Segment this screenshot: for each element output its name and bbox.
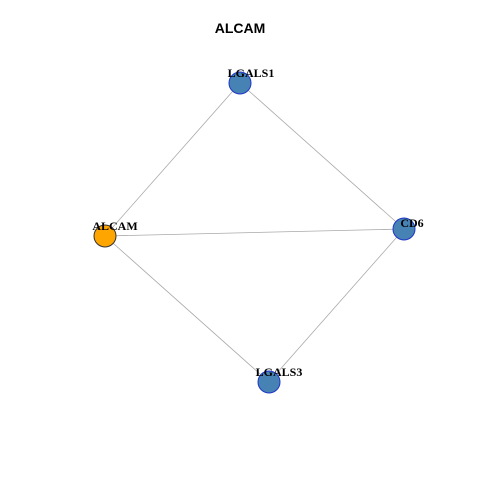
edge-alcam-lgals3	[104, 235, 270, 383]
node-circle-cd6	[392, 217, 416, 241]
figure-title: ALCAM	[214, 20, 266, 36]
node-cd6: CD6	[392, 216, 424, 241]
edge-cd6-lgals3	[268, 228, 405, 383]
node-circle-lgals1	[228, 71, 252, 95]
edge-layer	[104, 82, 405, 383]
edge-alcam-lgals1	[104, 82, 241, 237]
node-lgals3: LGALS3	[256, 365, 303, 394]
edge-alcam-cd6	[104, 228, 405, 237]
node-circle-lgals3	[257, 370, 281, 394]
edge-lgals1-cd6	[239, 82, 405, 230]
node-circle-alcam	[93, 224, 117, 248]
node-label-cd6: CD6	[400, 216, 423, 230]
node-lgals1: LGALS1	[228, 66, 275, 95]
node-label-alcam: ALCAM	[92, 219, 137, 233]
node-label-lgals1: LGALS1	[228, 66, 275, 80]
node-label-lgals3: LGALS3	[256, 365, 303, 379]
node-alcam: ALCAM	[92, 219, 138, 248]
